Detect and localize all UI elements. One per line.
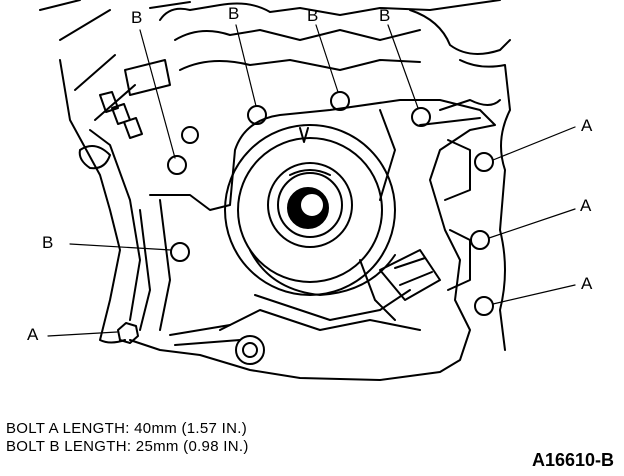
bolt-b-2 <box>247 105 267 125</box>
bolt-a-1 <box>474 152 494 172</box>
bolt-a-4 <box>117 322 139 344</box>
callout-a-2: A <box>580 196 592 215</box>
callout-b-4: B <box>379 6 391 25</box>
front-cover-outline <box>129 99 496 381</box>
leader-lines <box>47 24 576 337</box>
bolt-b-1 <box>167 155 187 175</box>
bolt-b-length-caption: BOLT B LENGTH: 25mm (0.98 IN.) <box>6 438 249 455</box>
oil-pump-body <box>224 124 441 321</box>
callout-b-5: B <box>42 233 54 252</box>
callout-b-1: B <box>131 8 143 27</box>
bolt-a-length-caption: BOLT A LENGTH: 40mm (1.57 IN.) <box>6 420 248 437</box>
figure-id: A16610-B <box>531 450 614 470</box>
bolt-group <box>117 91 494 365</box>
bolt-a-3 <box>474 296 494 316</box>
callout-a-3: A <box>581 274 593 293</box>
bolt-b-3 <box>330 91 350 111</box>
engine-block-outline <box>39 0 511 351</box>
callout-a-4: A <box>27 325 39 344</box>
bolt-b-5 <box>170 242 190 262</box>
bolt-b-4 <box>411 107 431 127</box>
callout-a-1: A <box>581 116 593 135</box>
oil-pump-diagram <box>39 0 576 381</box>
callout-b-2: B <box>228 4 240 23</box>
bolt-a-2 <box>470 230 490 250</box>
callout-b-3: B <box>307 6 319 25</box>
